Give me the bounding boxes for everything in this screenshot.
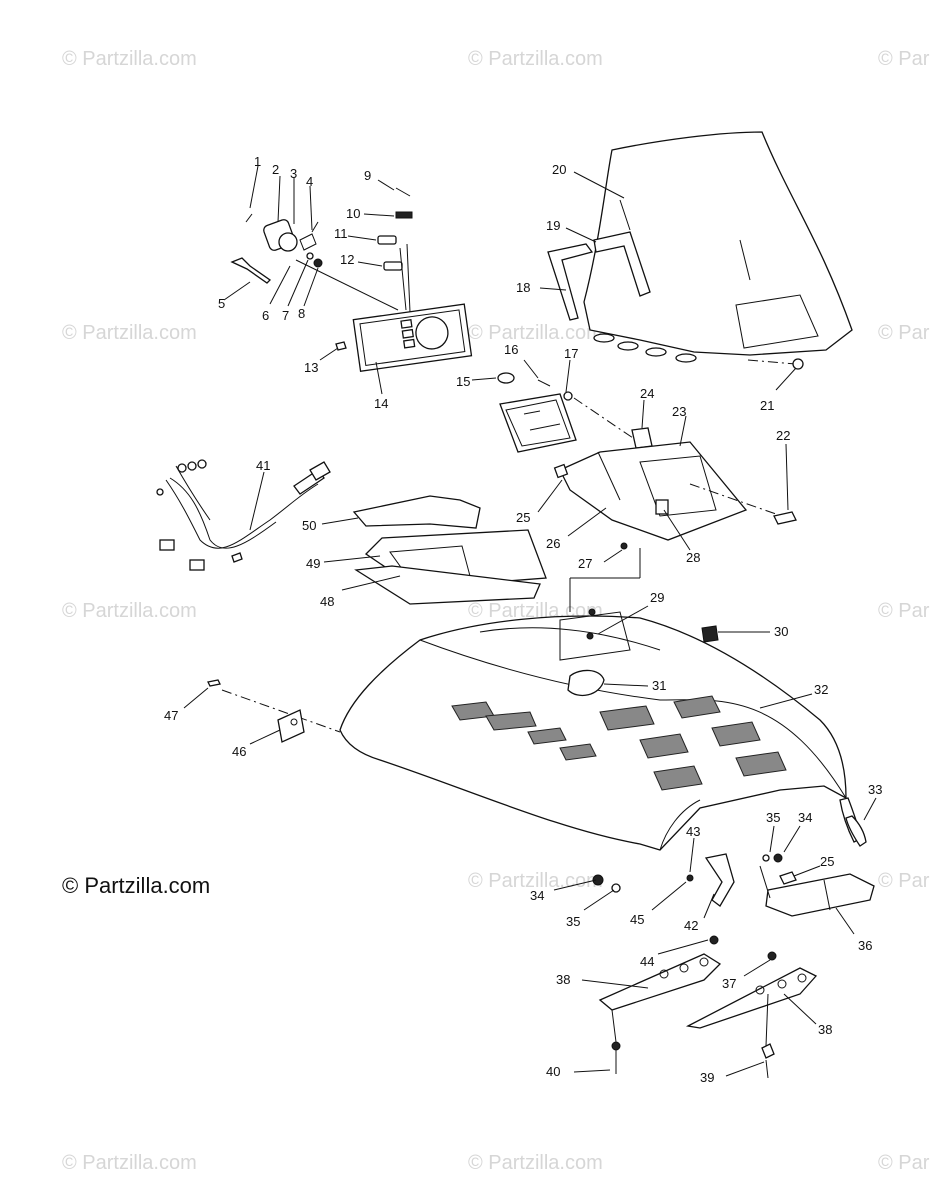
part-label: 13 — [304, 360, 318, 375]
part-label: 46 — [232, 744, 246, 759]
part-label: 50 — [302, 518, 316, 533]
part-label: 7 — [282, 308, 289, 323]
watermark: © Partzilla.com — [468, 48, 603, 70]
part-label: 5 — [218, 296, 225, 311]
watermark: © Partzilla.com — [468, 322, 603, 344]
part-label: 30 — [774, 624, 788, 639]
part-label: 12 — [340, 252, 354, 267]
part-label: 27 — [578, 556, 592, 571]
part-label: 16 — [504, 342, 518, 357]
part-label: 44 — [640, 954, 654, 969]
copyright-notice: © Partzilla.com — [62, 873, 211, 898]
part-label: 23 — [672, 404, 686, 419]
watermark: © Partzilla.com — [62, 600, 197, 622]
part-label: 41 — [256, 458, 270, 473]
watermark: © Par — [878, 600, 930, 622]
part-label: 19 — [546, 218, 560, 233]
part-label: 36 — [858, 938, 872, 953]
watermark: © Par — [878, 48, 930, 70]
windshield — [547, 131, 853, 370]
part-label: 35 — [566, 914, 580, 929]
part-label: 18 — [516, 280, 530, 295]
wiring-harness — [156, 459, 331, 571]
pad-assembly — [352, 495, 547, 605]
part-label: 38 — [556, 972, 570, 987]
part-label: 43 — [686, 824, 700, 839]
part-label: 17 — [564, 346, 578, 361]
hood — [339, 608, 863, 851]
part-label: 34 — [798, 810, 812, 825]
watermark: © Par — [878, 870, 930, 892]
part-label: 28 — [686, 550, 700, 565]
part-label: 32 — [814, 682, 828, 697]
part-label: 47 — [164, 708, 178, 723]
watermark: © Par — [878, 1152, 930, 1174]
part-label: 15 — [456, 374, 470, 389]
watermark: © Partzilla.com — [62, 48, 197, 70]
gauge-assembly — [230, 187, 473, 372]
part-label: 6 — [262, 308, 269, 323]
callout-labels: 1 2 3 4 5 6 7 8 9 10 11 12 13 14 15 16 1… — [164, 154, 882, 1085]
part-label: 38 — [818, 1022, 832, 1037]
part-label: 14 — [374, 396, 388, 411]
watermark: © Partzilla.com — [468, 1152, 603, 1174]
part-label: 1 — [254, 154, 261, 169]
watermark: © Partzilla.com — [62, 322, 197, 344]
headlight-assembly — [497, 372, 797, 612]
part-label: 29 — [650, 590, 664, 605]
part-label: 37 — [722, 976, 736, 991]
part-label: 31 — [652, 678, 666, 693]
part-label: 8 — [298, 306, 305, 321]
part-label: 4 — [306, 174, 313, 189]
part-label: 48 — [320, 594, 334, 609]
part-label: 11 — [334, 226, 348, 241]
part-label: 33 — [868, 782, 882, 797]
part-label: 34 — [530, 888, 544, 903]
part-label: 10 — [346, 206, 360, 221]
part-label: 35 — [766, 810, 780, 825]
bracket-left — [207, 679, 341, 743]
part-label: 20 — [552, 162, 566, 177]
part-label: 49 — [306, 556, 320, 571]
part-label: 25 — [516, 510, 530, 525]
part-label: 45 — [630, 912, 644, 927]
part-label: 2 — [272, 162, 279, 177]
part-label: 39 — [700, 1070, 714, 1085]
part-label: 25 — [820, 854, 834, 869]
watermark: © Partzilla.com — [62, 1152, 197, 1174]
part-label: 24 — [640, 386, 654, 401]
part-label: 3 — [290, 166, 297, 181]
part-label: 26 — [546, 536, 560, 551]
part-label: 21 — [760, 398, 774, 413]
part-label: 42 — [684, 918, 698, 933]
part-label: 40 — [546, 1064, 560, 1079]
part-label: 9 — [364, 168, 371, 183]
lower-hardware — [592, 815, 875, 1079]
watermark: © Par — [878, 322, 930, 344]
part-label: 22 — [776, 428, 790, 443]
